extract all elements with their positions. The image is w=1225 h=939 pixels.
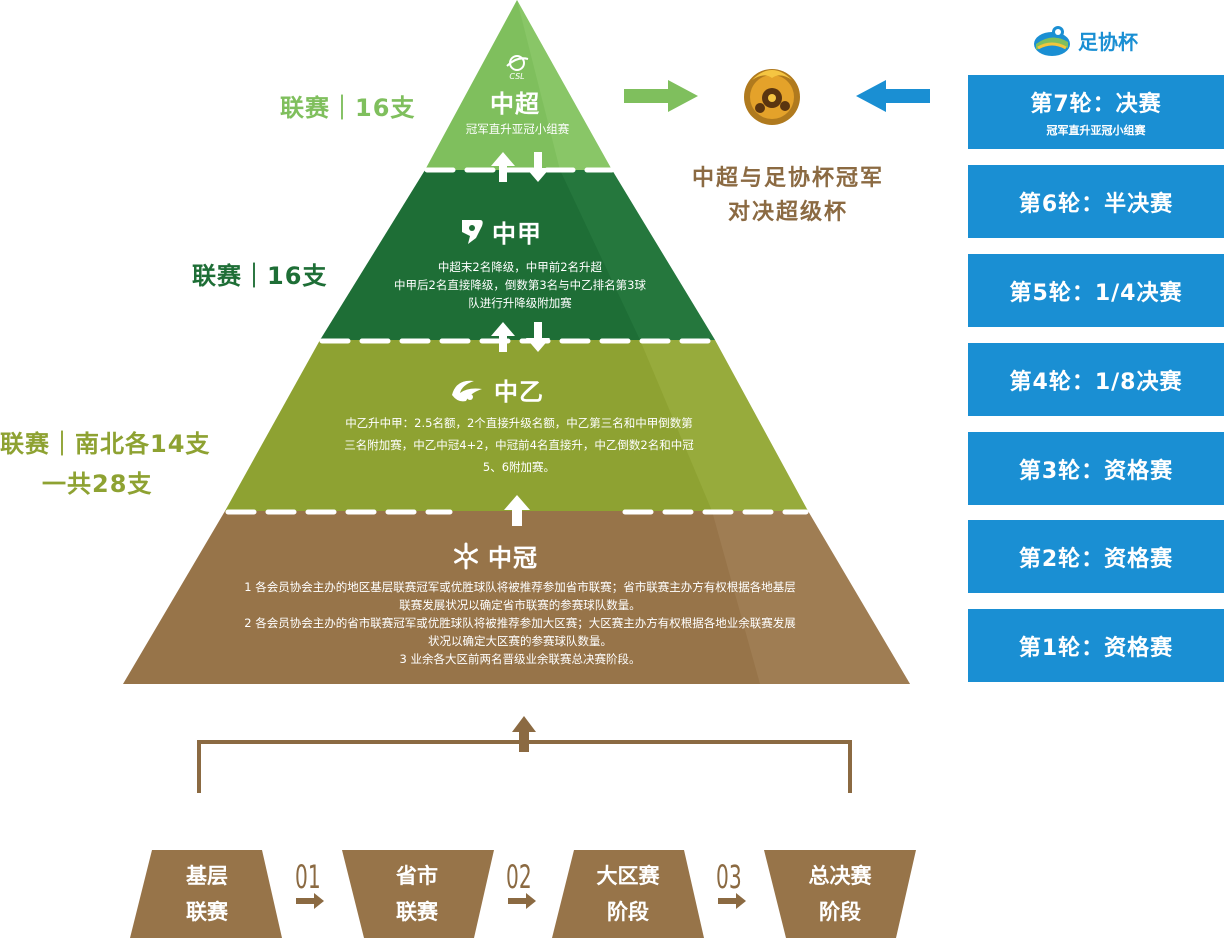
stage-line-2: 联赛 [396, 900, 438, 924]
stage-number-2: 02 [506, 858, 532, 896]
cl1-title: 中甲 [458, 214, 542, 249]
stage-arrow-1 [296, 893, 324, 909]
stage-2: 省市 联赛 [352, 850, 482, 938]
arrow-up-icon [512, 716, 536, 752]
cl2-desc-line: 中乙升中甲：2.5名额，2个直接升级名额，中乙第三名和中甲倒数第 [345, 416, 693, 430]
stage-3: 大区赛 阶段 [563, 850, 693, 938]
fa-cup-round-2: 第2轮：资格赛 [968, 520, 1224, 593]
cl2-title-text: 中乙 [494, 378, 544, 406]
cl1-tier-shade [560, 170, 715, 340]
cl2-desc: 中乙升中甲：2.5名额，2个直接升级名额，中乙第三名和中甲倒数第 三名附加赛，中… [300, 412, 738, 478]
promotion-arrows-cl1 [491, 322, 550, 352]
stage-shape-4 [764, 850, 916, 938]
arrow-right-icon [624, 80, 698, 112]
fa-cup-round-5: 第5轮：1/4决赛 [968, 254, 1224, 327]
csl-title-text: 中超 [490, 90, 540, 118]
stage-shape-3 [552, 850, 704, 938]
fa-cup-round-6: 第6轮：半决赛 [968, 165, 1224, 238]
cmcl-desc-line: 联赛发展状况以确定省市联赛的参赛球队数量。 [399, 598, 641, 612]
promotion-arrow-cl2 [504, 495, 530, 526]
cl1-desc: 中超末2名降级，中甲前2名升超 中甲后2名直接降级，倒数第3名与中乙排名第3球 … [360, 258, 680, 312]
stage-line-1: 省市 [396, 864, 438, 888]
round-title: 第7轮：决赛 [1030, 92, 1162, 117]
stage-arrow-3 [718, 893, 746, 909]
cmcl-desc-line: 1 各会员协会主办的地区基层联赛冠军或优胜球队将被推荐参加省市联赛；省市联赛主办… [244, 580, 796, 594]
fa-cup-round-3: 第3轮：资格赛 [968, 432, 1224, 505]
stage-number-1: 01 [295, 858, 321, 896]
cl2-title: 中乙 [448, 372, 544, 407]
stage-line-1: 总决赛 [808, 864, 872, 888]
csl-logo: CSL [492, 54, 542, 81]
cmcl-title: 中冠 [452, 538, 538, 573]
super-cup-text: 中超与足协杯冠军 对决超级杯 [668, 162, 908, 230]
cl1-logo-icon [462, 219, 483, 244]
csl-ball-icon [506, 55, 529, 71]
round-title: 第5轮：1/4决赛 [1009, 280, 1183, 306]
round-title: 第6轮：半决赛 [1018, 191, 1174, 217]
round-title: 第3轮：资格赛 [1018, 458, 1174, 484]
cl1-desc-line: 中超末2名降级，中甲前2名升超 [437, 260, 603, 274]
stage-line-1: 基层 [186, 864, 228, 888]
arrow-left-icon [856, 80, 930, 112]
round-title: 第4轮：1/8决赛 [1009, 369, 1183, 395]
fa-cup-brand: 足协杯 [1032, 22, 1138, 58]
stage-1: 基层 联赛 [142, 850, 272, 938]
stage-number-3: 03 [716, 858, 742, 896]
round-title: 第2轮：资格赛 [1018, 546, 1174, 572]
fa-cup-round-1: 第1轮：资格赛 [968, 609, 1224, 682]
snowflake-icon [454, 542, 478, 569]
cl2-side-label-1: 联赛｜南北各14支 [0, 430, 211, 458]
cl2-logo-icon [452, 380, 482, 401]
stage-4: 总决赛 阶段 [775, 850, 905, 938]
stage-shape-1 [130, 850, 282, 938]
stage-line-2: 联赛 [186, 900, 228, 924]
super-cup-line-2: 对决超级杯 [727, 200, 848, 225]
stage-shape-2 [342, 850, 494, 938]
cmcl-desc-line: 2 各会员协会主办的省市联赛冠军或优胜球队将被推荐参加大区赛；大区赛主办方有权根… [244, 616, 796, 630]
promotion-arrows-csl [491, 152, 550, 182]
stage-line-2: 阶段 [607, 900, 649, 924]
super-cup-icon [744, 69, 800, 125]
cmcl-desc-line: 状况以确定大区赛的参赛球队数量。 [428, 634, 612, 648]
cl1-side-label: 联赛｜16支 [192, 262, 328, 290]
super-cup-line-1: 中超与足协杯冠军 [691, 166, 884, 191]
cmcl-tier-shade [712, 511, 910, 684]
stage-line-2: 阶段 [819, 900, 861, 924]
cmcl-title-text: 中冠 [488, 544, 538, 572]
cl1-desc-line: 队进行升降级附加赛 [468, 296, 572, 310]
csl-tier-shade [517, 0, 612, 170]
csl-desc: 冠军直升亚冠小组赛 [465, 122, 570, 136]
cmcl-desc: 1 各会员协会主办的地区基层联赛冠军或优胜球队将被推荐参加省市联赛；省市联赛主办… [190, 578, 850, 668]
cl1-desc-line: 中甲后2名直接降级，倒数第3名与中乙排名第3球 [394, 278, 646, 292]
cl2-desc-line: 三名附加赛，中乙中冠4+2，中冠前4名直接升，中乙倒数2名和中冠 [344, 438, 694, 452]
fa-cup-round-4: 第4轮：1/8决赛 [968, 343, 1224, 416]
round-title: 第1轮：资格赛 [1018, 635, 1174, 661]
cl2-desc-line: 5、6附加赛。 [482, 460, 556, 474]
cmcl-desc-line: 3 业余各大区前两名晋级业余联赛总决赛阶段。 [399, 652, 641, 666]
round-subtitle: 冠军直升亚冠小组赛 [1046, 124, 1146, 137]
cmcl-tier [123, 511, 910, 684]
csl-title: 中超 [490, 84, 540, 119]
csl-logo-text: CSL [509, 72, 525, 81]
csl-side-label: 联赛｜16支 [280, 94, 416, 122]
fa-cup-brand-text: 足协杯 [1078, 29, 1138, 54]
cl2-tier-shade [640, 340, 808, 511]
stage-arrow-2 [508, 893, 536, 909]
fa-cup-logo-icon [1034, 26, 1070, 56]
cl1-title-text: 中甲 [492, 220, 542, 248]
cl2-side-label-2: 一共28支 [42, 470, 153, 498]
stage-line-1: 大区赛 [596, 864, 660, 888]
fa-cup-round-7: 第7轮：决赛 冠军直升亚冠小组赛 [968, 75, 1224, 149]
